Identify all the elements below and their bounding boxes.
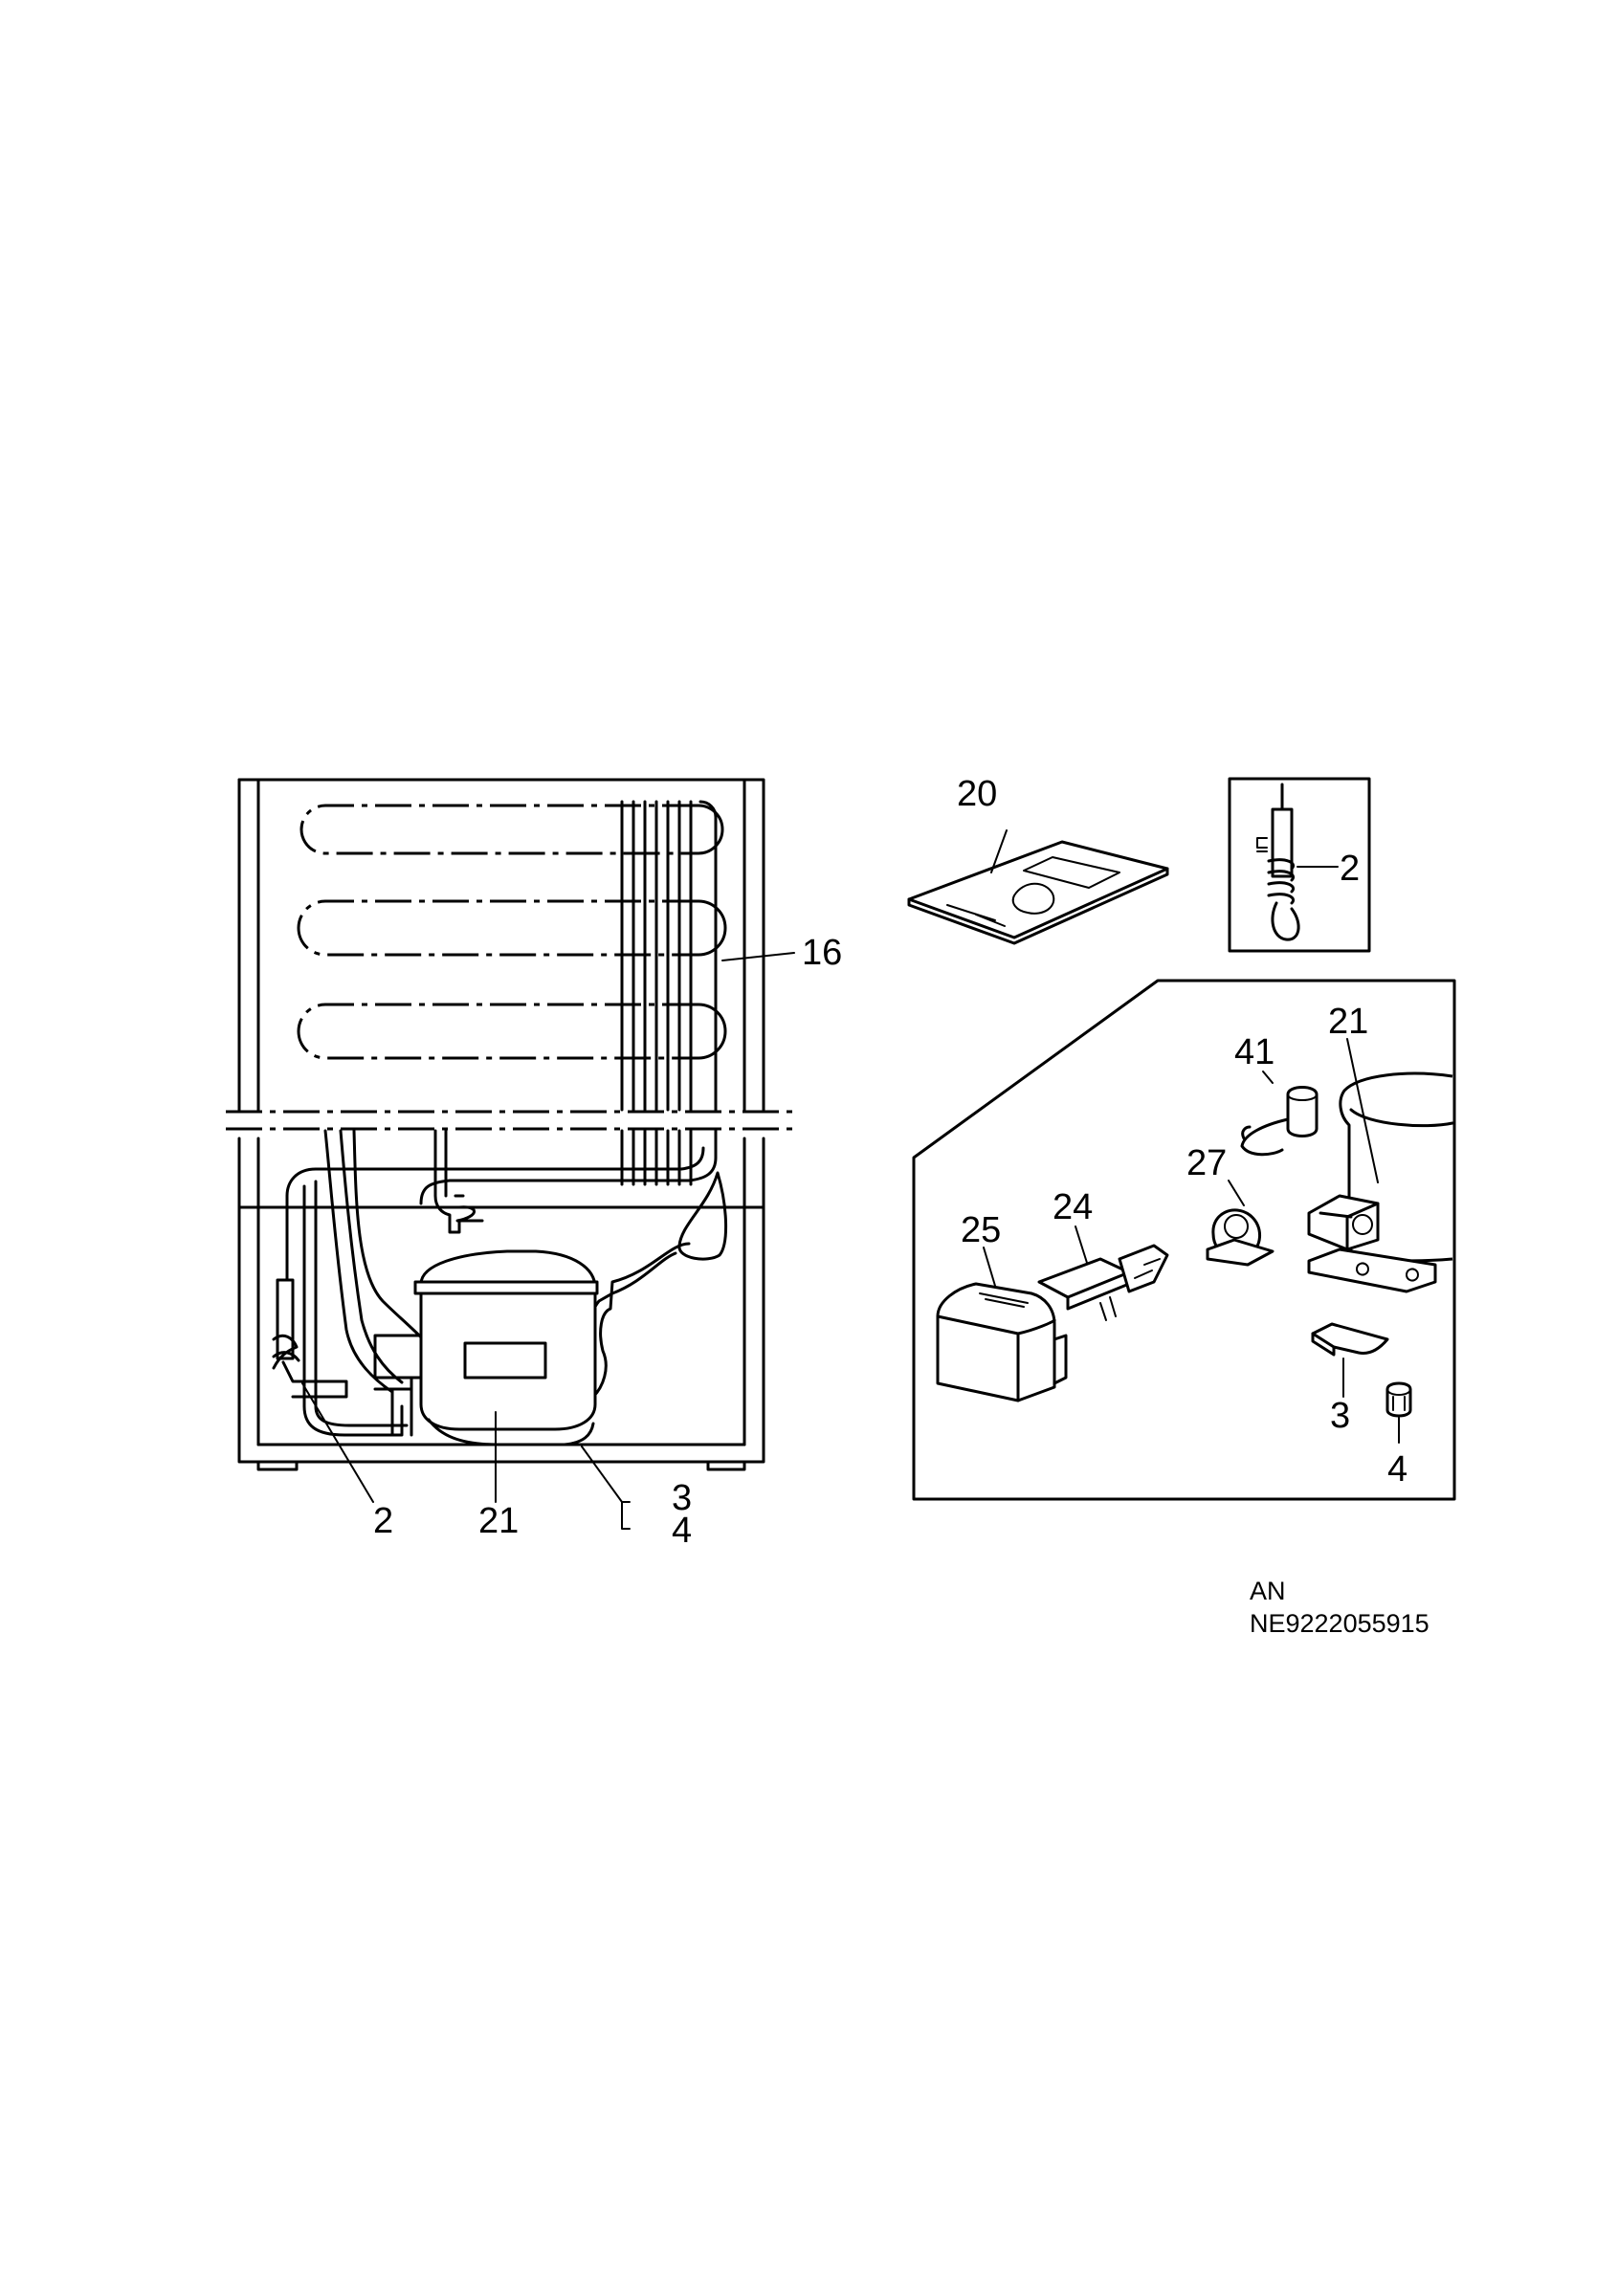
callout-detail-21: 21	[1328, 1002, 1368, 1042]
cover-25: 25	[936, 1210, 1068, 1402]
callout-24: 24	[1053, 1187, 1093, 1227]
drier-inset: 2	[1228, 777, 1371, 953]
callout-16: 16	[802, 933, 842, 973]
callout-25: 25	[961, 1210, 1001, 1250]
compressor-detail-panel: 21 41 27 24	[912, 979, 1456, 1501]
compressor-detail: 21	[1307, 1002, 1454, 1293]
callout-detail-3: 3	[1330, 1396, 1350, 1436]
cabinet-frame	[226, 778, 794, 1471]
callout-detail-4: 4	[1387, 1449, 1407, 1490]
instruction-manual: 20	[907, 774, 1169, 945]
clip-3: 3	[1311, 1322, 1389, 1436]
leader-lines-left	[301, 952, 795, 1530]
filter-drier	[272, 1278, 348, 1399]
callout-4: 4	[672, 1511, 692, 1551]
callout-2: 2	[373, 1501, 393, 1541]
callout-3: 3	[672, 1478, 692, 1518]
condenser-coil	[297, 800, 727, 1186]
compressor	[373, 1249, 599, 1446]
capacitor-41: 41	[1234, 1032, 1319, 1157]
refrigerant-piping	[285, 1129, 727, 1437]
callout-20: 20	[957, 774, 997, 814]
callout-41: 41	[1234, 1032, 1274, 1072]
grommet-4: 4	[1385, 1381, 1412, 1490]
callout-inset-2: 2	[1340, 849, 1360, 889]
appliance-rear-view: 2 21 3 4 16	[226, 778, 842, 1551]
diagram-ref-line1: AN	[1250, 1577, 1286, 1605]
diagram-ref-code: NE9222055915	[1250, 1609, 1430, 1638]
relay-27: 27	[1186, 1143, 1274, 1267]
callout-21: 21	[478, 1501, 519, 1541]
callout-27: 27	[1186, 1143, 1227, 1183]
terminal-24: 24	[1037, 1187, 1169, 1321]
